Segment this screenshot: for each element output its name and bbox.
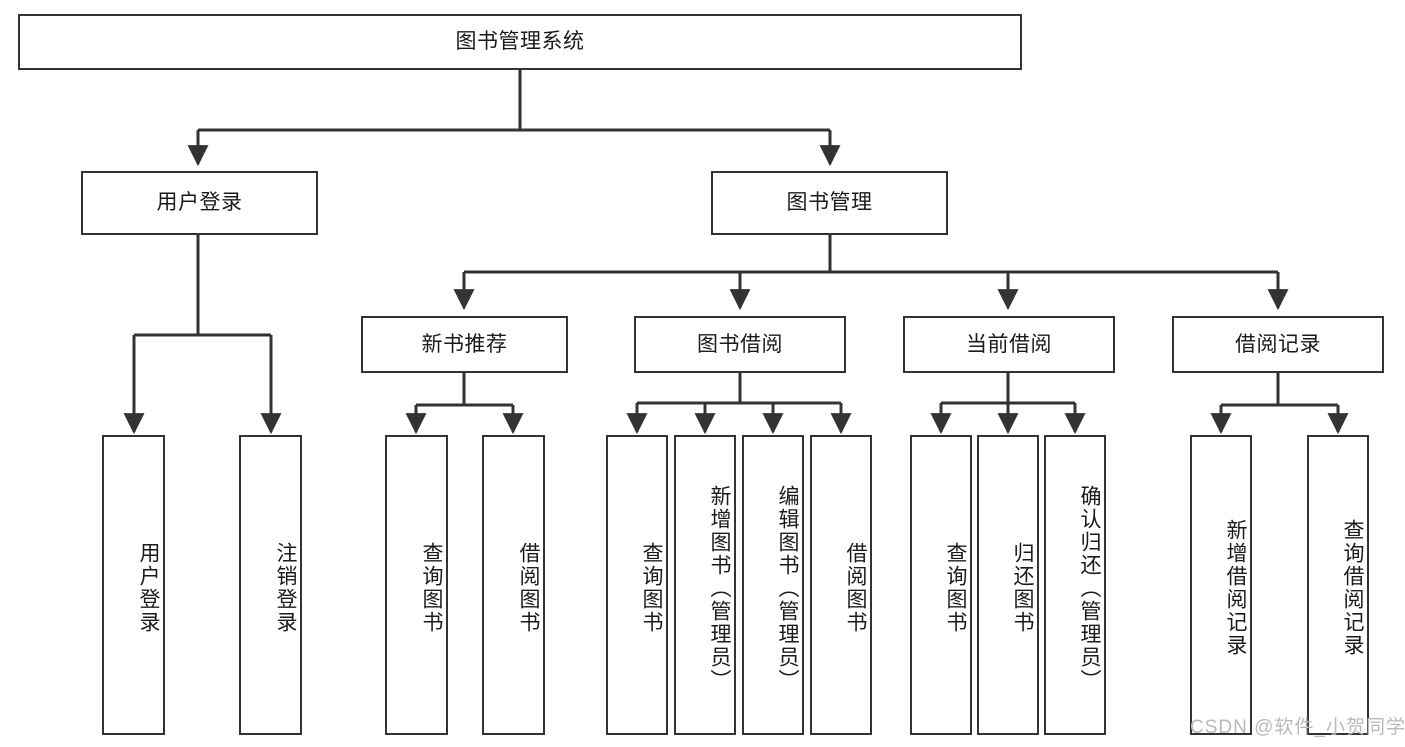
leaf-user-login[interactable]: 用户登录: [102, 435, 165, 735]
leaf-return-book[interactable]: 归还图书: [977, 435, 1039, 735]
node-book-borrow-label: 图书借阅: [697, 332, 783, 356]
leaf-borrow-book-1-label: 借阅图书: [517, 542, 540, 634]
node-user-login-label: 用户登录: [156, 191, 243, 215]
leaf-confirm-return-label: 确认归还（管理员）: [1078, 484, 1101, 692]
leaf-add-book[interactable]: 新增图书（管理员）: [674, 435, 736, 735]
leaf-edit-book-label: 编辑图书（管理员）: [776, 484, 799, 692]
node-book-management-label: 图书管理: [786, 191, 873, 215]
leaf-query-book-1[interactable]: 查询图书: [385, 435, 448, 735]
leaf-borrow-book-2[interactable]: 借阅图书: [810, 435, 872, 735]
leaf-query-record-label: 查询借阅记录: [1341, 519, 1364, 657]
leaf-confirm-return[interactable]: 确认归还（管理员）: [1044, 435, 1106, 735]
node-new-book-recommend-label: 新书推荐: [421, 332, 508, 356]
csdn-watermark-text: CSDN @软件_小贺同学: [1190, 717, 1405, 738]
node-borrow-record[interactable]: 借阅记录: [1172, 316, 1384, 373]
leaf-query-book-2-label: 查询图书: [640, 542, 663, 634]
leaf-borrow-book-2-label: 借阅图书: [844, 542, 867, 634]
node-book-management[interactable]: 图书管理: [711, 171, 948, 235]
leaf-logout-login-label: 注销登录: [274, 542, 297, 634]
node-user-login[interactable]: 用户登录: [81, 171, 318, 235]
leaf-add-book-label: 新增图书（管理员）: [708, 484, 731, 692]
node-root-label: 图书管理系统: [455, 30, 585, 54]
csdn-watermark: CSDN @软件_小贺同学: [1190, 712, 1405, 739]
node-borrow-record-label: 借阅记录: [1235, 332, 1321, 356]
leaf-edit-book[interactable]: 编辑图书（管理员）: [742, 435, 804, 735]
leaf-query-book-3[interactable]: 查询图书: [910, 435, 972, 735]
leaf-add-record[interactable]: 新增借阅记录: [1190, 435, 1252, 735]
node-current-borrow[interactable]: 当前借阅: [903, 316, 1115, 373]
leaf-logout-login[interactable]: 注销登录: [239, 435, 302, 735]
leaf-user-login-label: 用户登录: [137, 542, 160, 634]
node-book-borrow[interactable]: 图书借阅: [634, 316, 846, 373]
leaf-query-book-2[interactable]: 查询图书: [606, 435, 668, 735]
leaf-return-book-label: 归还图书: [1011, 542, 1034, 634]
leaf-query-book-1-label: 查询图书: [420, 542, 443, 634]
node-current-borrow-label: 当前借阅: [966, 332, 1052, 356]
leaf-query-book-3-label: 查询图书: [944, 542, 967, 634]
node-new-book-recommend[interactable]: 新书推荐: [361, 316, 568, 373]
leaf-query-record[interactable]: 查询借阅记录: [1307, 435, 1369, 735]
node-root[interactable]: 图书管理系统: [18, 14, 1022, 70]
leaf-add-record-label: 新增借阅记录: [1224, 519, 1247, 657]
leaf-borrow-book-1[interactable]: 借阅图书: [482, 435, 545, 735]
